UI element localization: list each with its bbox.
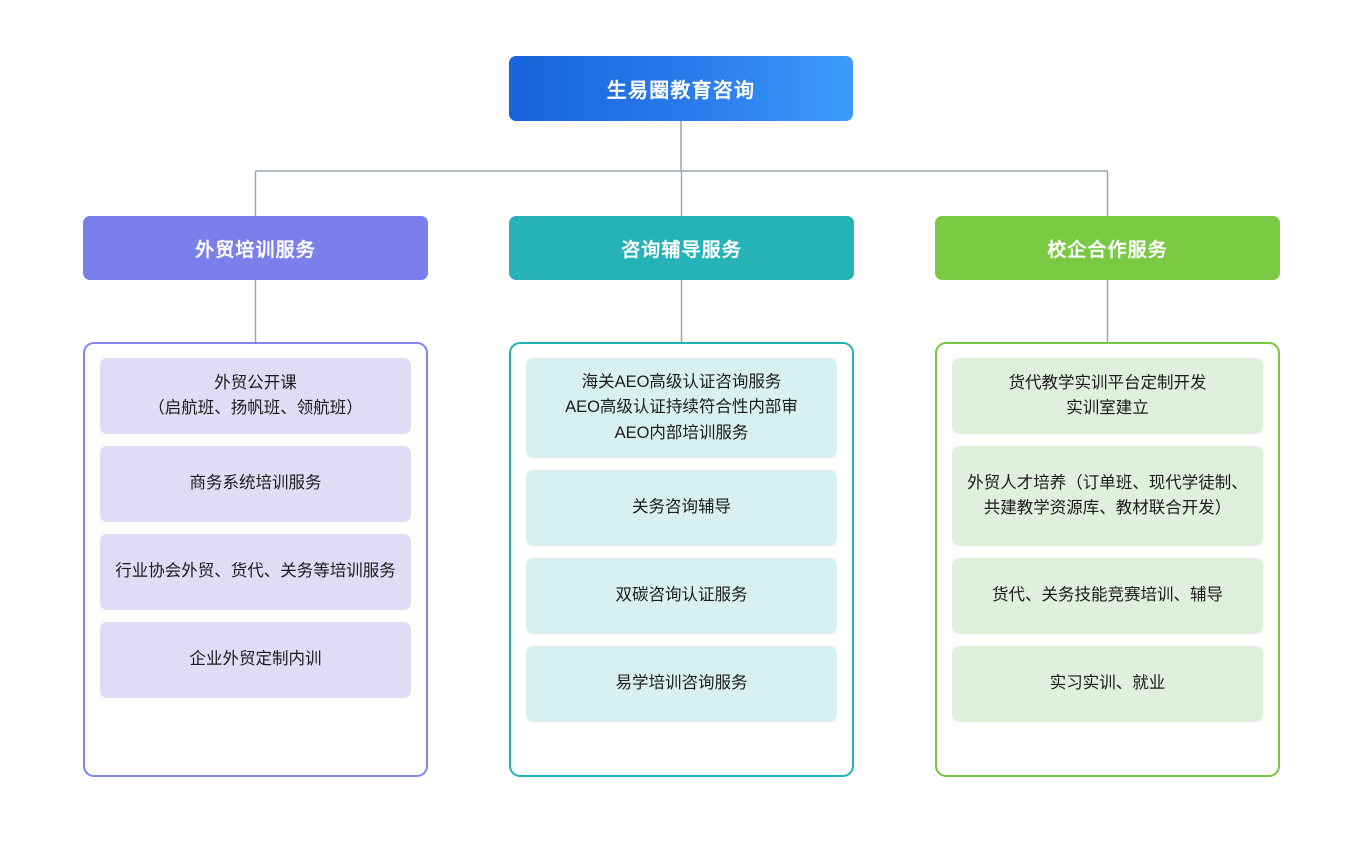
leaf-item[interactable]: 关务咨询辅导 bbox=[526, 470, 837, 546]
branch-container-0: 外贸公开课 （启航班、扬帆班、领航班） 商务系统培训服务 行业协会外贸、货代、关… bbox=[83, 342, 428, 777]
leaf-item[interactable]: 双碳咨询认证服务 bbox=[526, 558, 837, 634]
branch-column-2: 校企合作服务 货代教学实训平台定制开发 实训室建立 外贸人才培养（订单班、现代学… bbox=[935, 216, 1280, 777]
leaf-item[interactable]: 外贸公开课 （启航班、扬帆班、领航班） bbox=[100, 358, 411, 434]
branch-header-label-0: 外贸培训服务 bbox=[195, 239, 316, 261]
branch-container-1: 海关AEO高级认证咨询服务 AEO高级认证持续符合性内部审 AEO内部培训服务 … bbox=[509, 342, 854, 777]
branch-column-1: 咨询辅导服务 海关AEO高级认证咨询服务 AEO高级认证持续符合性内部审 AEO… bbox=[509, 216, 854, 777]
leaf-item[interactable]: 行业协会外贸、货代、关务等培训服务 bbox=[100, 534, 411, 610]
branch-header-label-2: 校企合作服务 bbox=[1047, 239, 1168, 261]
leaf-item[interactable]: 企业外贸定制内训 bbox=[100, 622, 411, 698]
root-node-label: 生易圈教育咨询 bbox=[606, 80, 756, 102]
leaf-item[interactable]: 海关AEO高级认证咨询服务 AEO高级认证持续符合性内部审 AEO内部培训服务 bbox=[526, 358, 837, 458]
leaf-item[interactable]: 货代、关务技能竞赛培训、辅导 bbox=[952, 558, 1263, 634]
branch-header-1[interactable]: 咨询辅导服务 bbox=[509, 216, 854, 280]
leaf-item[interactable]: 实习实训、就业 bbox=[952, 646, 1263, 722]
branch-column-0: 外贸培训服务 外贸公开课 （启航班、扬帆班、领航班） 商务系统培训服务 行业协会… bbox=[83, 216, 428, 777]
leaf-item[interactable]: 货代教学实训平台定制开发 实训室建立 bbox=[952, 358, 1263, 434]
branch-header-0[interactable]: 外贸培训服务 bbox=[83, 216, 428, 280]
branch-header-label-1: 咨询辅导服务 bbox=[621, 239, 742, 261]
root-node[interactable]: 生易圈教育咨询 bbox=[509, 56, 853, 121]
leaf-item[interactable]: 商务系统培训服务 bbox=[100, 446, 411, 522]
branch-header-2[interactable]: 校企合作服务 bbox=[935, 216, 1280, 280]
branch-container-2: 货代教学实训平台定制开发 实训室建立 外贸人才培养（订单班、现代学徒制、共建教学… bbox=[935, 342, 1280, 777]
leaf-item[interactable]: 外贸人才培养（订单班、现代学徒制、共建教学资源库、教材联合开发） bbox=[952, 446, 1263, 546]
leaf-item[interactable]: 易学培训咨询服务 bbox=[526, 646, 837, 722]
